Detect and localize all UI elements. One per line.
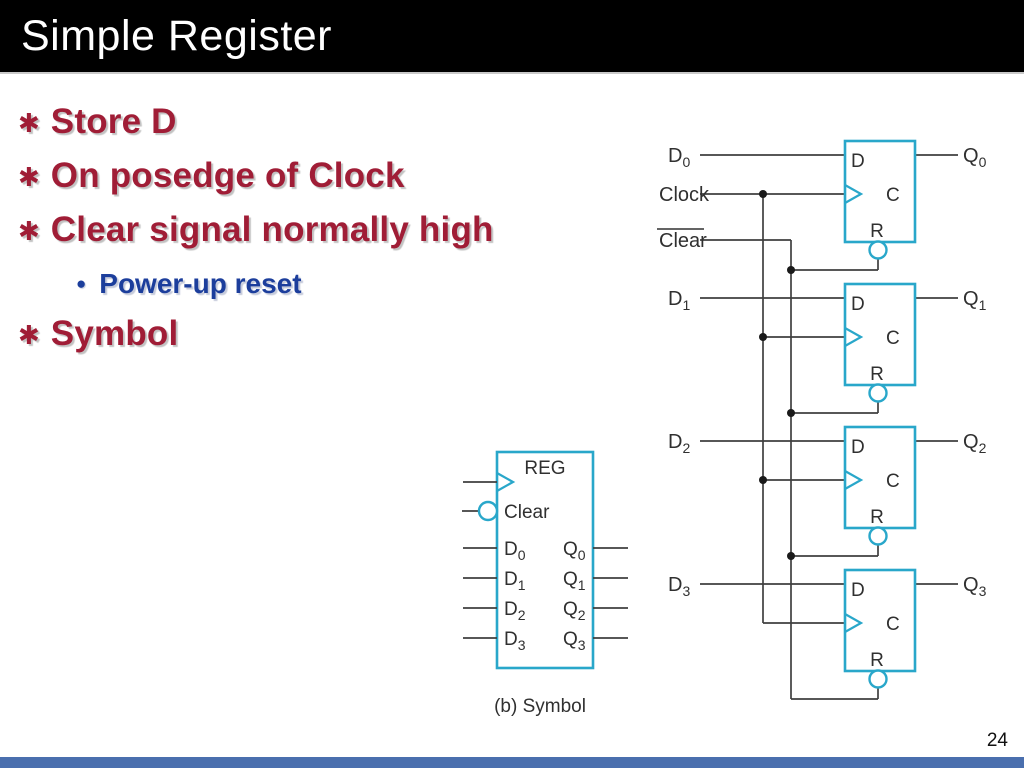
page-title: Simple Register [21,11,332,60]
pin-c-label: C [886,471,900,492]
reg-title: REG [524,458,565,479]
pin-r-label: R [870,507,884,528]
pin-c-label: C [886,614,900,635]
bullet-text: Power-up reset [99,268,302,299]
clock-edge-triangle-icon [844,470,864,490]
d-input-label: D2 [668,431,690,456]
asterisk-bullet-icon: ✱ [18,216,40,246]
bullet-text: Store D [50,102,177,141]
junction-dot [759,190,767,198]
junction-dot [759,333,767,341]
sub-bullet-item: ● Power-up reset [76,268,302,300]
slide-title-bar: Simple Register [0,0,1024,74]
pin-c-label: C [886,328,900,349]
reset-bubble-icon [868,669,888,689]
bullet-text: On posedge of Clock [50,156,405,195]
junction-dot [787,409,795,417]
clear-label: Clear [659,230,707,252]
clock-edge-triangle-icon [844,613,864,633]
asterisk-bullet-icon: ✱ [18,320,40,350]
clock-edge-triangle-icon [844,327,864,347]
q-output-label: Q3 [963,574,987,599]
footer-bar [0,757,1024,768]
junction-dot [759,476,767,484]
q-output-label: Q2 [963,431,987,456]
symbol-caption: (b) Symbol [494,696,586,717]
clear-bubble-icon [477,500,499,522]
dot-bullet-icon: ● [76,274,87,293]
bullet-item: ✱ On posedge of Clock [18,156,405,196]
clock-edge-triangle-icon [844,184,864,204]
clock-edge-triangle-icon [496,472,516,492]
pin-r-label: R [870,221,884,242]
bullet-item: ✱ Clear signal normally high [18,210,494,250]
pin-d-label: D [851,151,865,172]
clock-label: Clock [659,184,710,206]
bullet-text: Symbol [50,314,179,353]
junction-dot [787,552,795,560]
q-output-label: Q1 [963,288,987,313]
d-input-label: D1 [668,288,690,313]
reset-bubble-icon [868,526,888,546]
d-input-label: D0 [668,145,690,170]
asterisk-bullet-icon: ✱ [18,108,40,138]
pin-d-label: D [851,294,865,315]
clear-pin-label: Clear [504,502,550,523]
reg-box [495,450,595,670]
pin-d-label: D [851,437,865,458]
bullet-text: Clear signal normally high [50,210,494,249]
asterisk-bullet-icon: ✱ [18,162,40,192]
q-output-label: Q0 [963,145,987,170]
reset-bubble-icon [868,383,888,403]
reset-bubble-icon [868,240,888,260]
bullet-item: ✱ Symbol [18,314,178,354]
pin-r-label: R [870,650,884,671]
pin-r-label: R [870,364,884,385]
bullet-item: ✱ Store D [18,102,177,142]
pin-c-label: C [886,185,900,206]
junction-dot [787,266,795,274]
d-input-label: D3 [668,574,690,599]
page-number: 24 [986,730,1008,751]
pin-d-label: D [851,580,865,601]
